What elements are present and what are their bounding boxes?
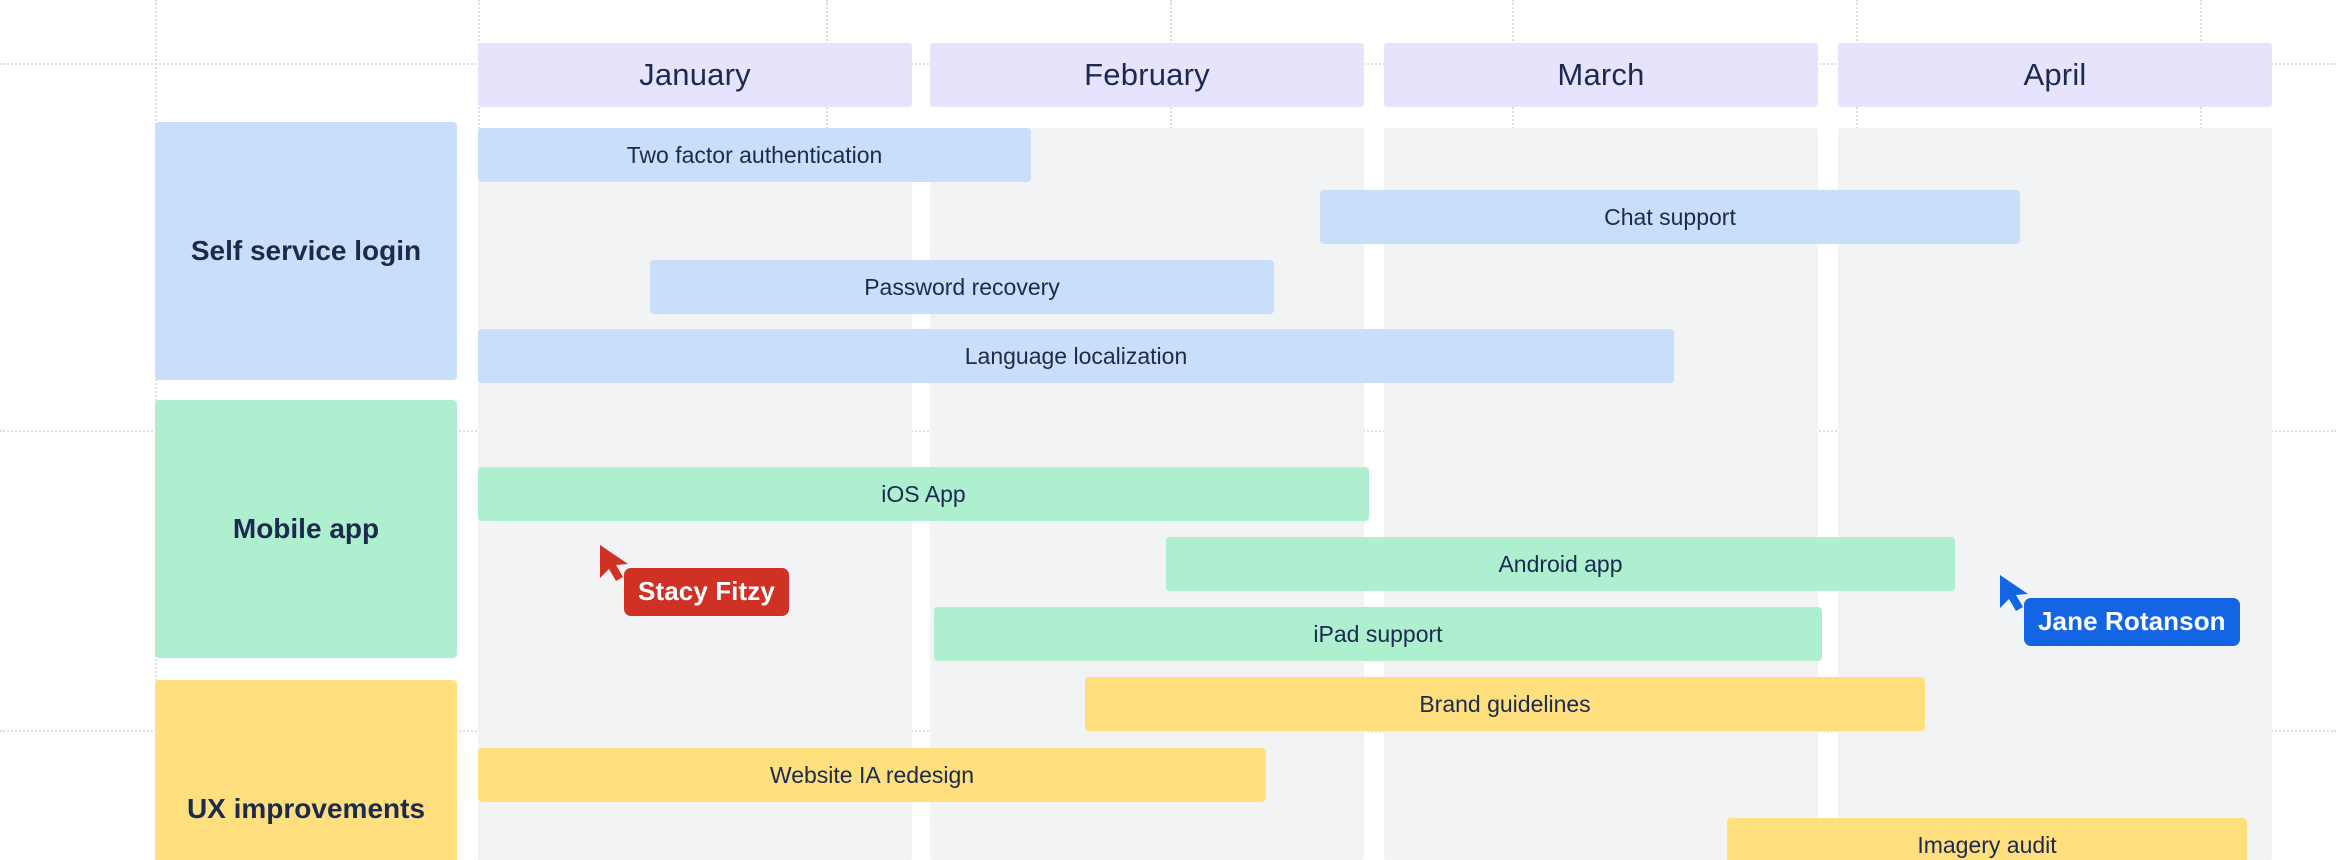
task-bar[interactable]: Website IA redesign: [478, 748, 1266, 802]
task-bar[interactable]: Brand guidelines: [1085, 677, 1925, 731]
task-bar[interactable]: iPad support: [934, 607, 1822, 661]
task-bar[interactable]: Two factor authentication: [478, 128, 1031, 182]
month-track-march: [1384, 128, 1818, 860]
month-header-january[interactable]: January: [478, 43, 912, 107]
task-bar[interactable]: iOS App: [478, 467, 1369, 521]
task-bar-label: Language localization: [964, 342, 1188, 369]
month-header-february[interactable]: February: [930, 43, 1364, 107]
month-header-label: January: [639, 57, 751, 92]
swimlane-label-self-service-login[interactable]: Self service login: [155, 122, 457, 380]
task-bar-label: Android app: [1498, 550, 1623, 577]
task-bar-label: Chat support: [1604, 203, 1736, 230]
task-bar[interactable]: Imagery audit: [1727, 818, 2247, 860]
month-header-march[interactable]: March: [1384, 43, 1818, 107]
task-bar[interactable]: Chat support: [1320, 190, 2020, 244]
task-bar-label: Brand guidelines: [1419, 690, 1591, 717]
month-header-april[interactable]: April: [1838, 43, 2272, 107]
swimlane-label-text: Mobile app: [232, 513, 380, 545]
task-bar-label: Password recovery: [864, 273, 1060, 300]
task-bar-label: iOS App: [881, 480, 966, 507]
task-bar[interactable]: Android app: [1166, 537, 1955, 591]
swimlane-label-ux-improvements[interactable]: UX improvements: [155, 680, 457, 860]
month-track-april: [1838, 128, 2272, 860]
swimlane-label-text: Self service login: [190, 235, 422, 267]
task-bar[interactable]: Password recovery: [650, 260, 1274, 314]
task-bar-label: Imagery audit: [1917, 831, 2057, 858]
swimlane-label-mobile-app[interactable]: Mobile app: [155, 400, 457, 658]
task-bar[interactable]: Language localization: [478, 329, 1674, 383]
month-header-label: April: [2023, 57, 2087, 92]
task-bar-label: Two factor authentication: [626, 141, 883, 168]
task-bar-label: Website IA redesign: [769, 761, 975, 788]
month-header-label: February: [1084, 57, 1210, 92]
swimlane-label-text: UX improvements: [186, 793, 426, 825]
month-header-label: March: [1557, 57, 1645, 92]
task-bar-label: iPad support: [1313, 620, 1443, 647]
